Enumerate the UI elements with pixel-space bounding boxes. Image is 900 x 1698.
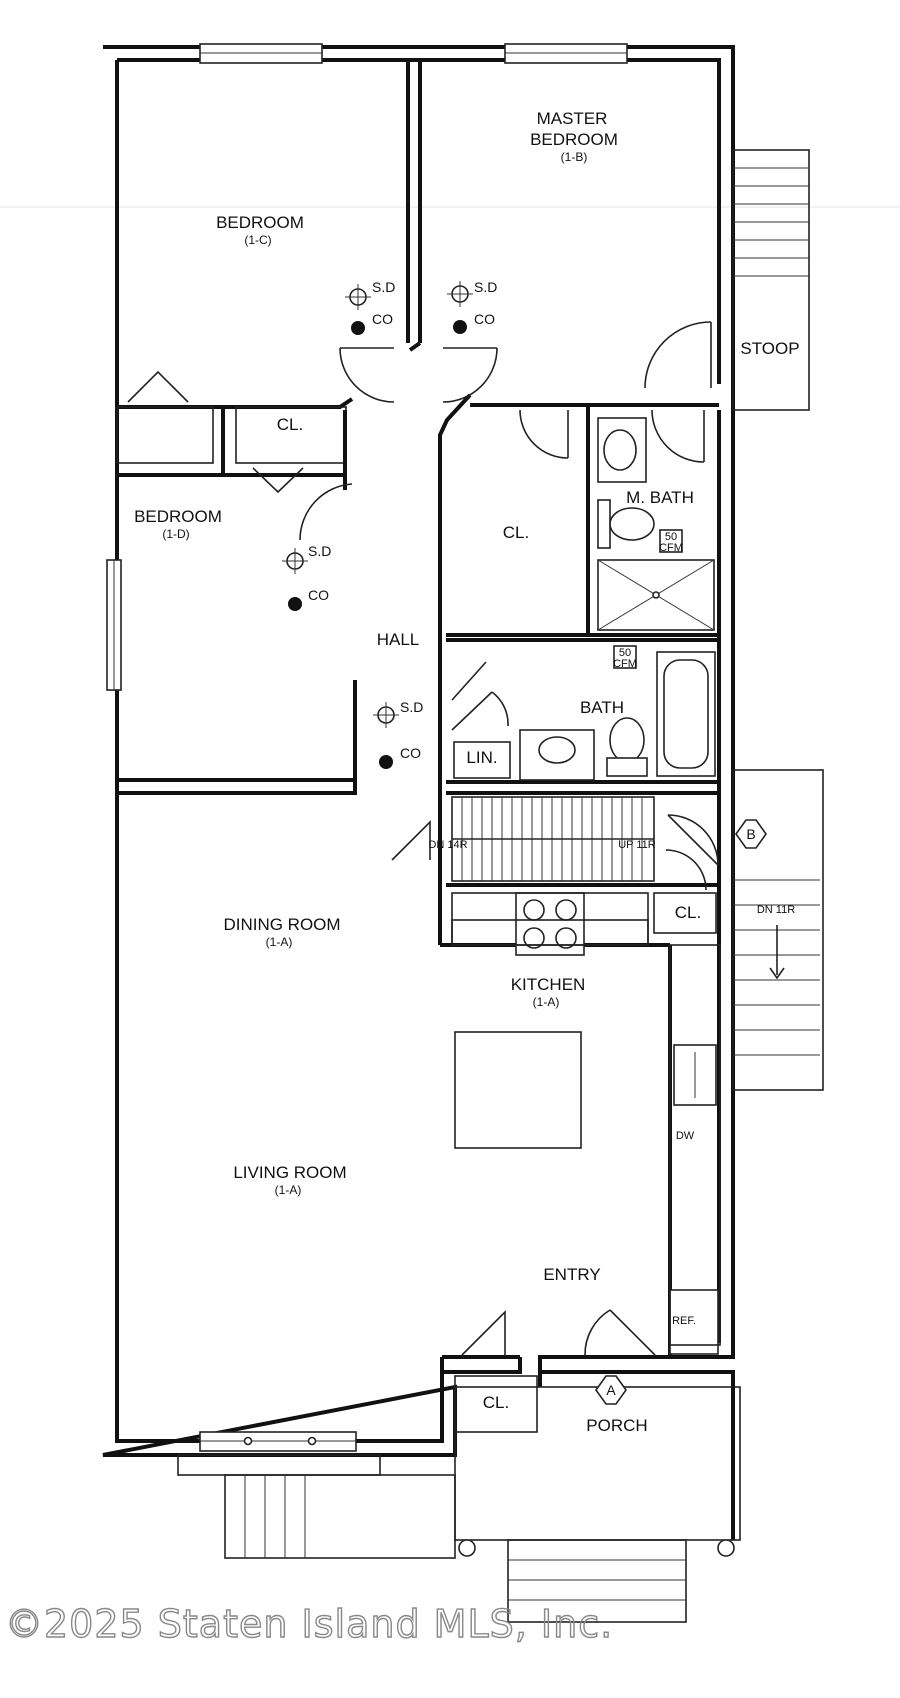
closet-label-hall: CL.: [277, 415, 303, 434]
hall-label: HALL: [377, 630, 420, 649]
master-bath-label: M. BATH: [626, 488, 694, 507]
dining-room-label: DINING ROOM: [223, 915, 340, 934]
kitchen-unit: (1-A): [533, 995, 560, 1009]
marker-b-label: B: [746, 826, 755, 842]
smoke-detector-master: [447, 281, 473, 334]
living-room-unit: (1-A): [275, 1183, 302, 1197]
front-steps: [177, 1386, 741, 1623]
entry-label: ENTRY: [543, 1265, 600, 1284]
stoop-steps: [732, 149, 810, 411]
sd-label-1: S.D: [372, 279, 395, 295]
porch-label: PORCH: [586, 1416, 647, 1435]
fan-rating-bottom-1: CFM: [659, 542, 683, 554]
fan-rating-top-2: 50: [619, 647, 631, 659]
linen-closet-label: LIN.: [466, 748, 497, 767]
doors: [127, 321, 719, 1356]
copyright-watermark: ©2025 Staten Island MLS, Inc.: [5, 1602, 613, 1646]
stoop-label: STOOP: [740, 339, 799, 358]
bedroom-d-label: BEDROOM: [134, 507, 222, 526]
master-bedroom-label-2: BEDROOM: [530, 130, 618, 149]
co-label-3: CO: [308, 587, 329, 603]
co-label-1: CO: [372, 311, 393, 327]
closet-labels: CL. CL. CL. CL. LIN.: [277, 415, 717, 1433]
refrigerator-label: REF.: [672, 1315, 696, 1327]
room-labels: MASTER BEDROOM (1-B) BEDROOM (1-C) BEDRO…: [134, 109, 800, 1435]
closet-label-entry: CL.: [483, 1393, 509, 1412]
bath-label: BATH: [580, 698, 624, 717]
bedroom-c-unit: (1-C): [244, 233, 271, 247]
symbol-labels: S.D CO S.D CO S.D CO S.D CO 50 CFM 50 CF…: [308, 279, 795, 1327]
smoke-detector-bedroom-c: [345, 284, 371, 335]
sd-label-2: S.D: [474, 279, 497, 295]
smoke-detector-bedroom-d: [282, 548, 308, 611]
sd-label-4: S.D: [400, 699, 423, 715]
living-room-label: LIVING ROOM: [233, 1163, 346, 1182]
interior-stairs: [451, 796, 655, 882]
section-markers: B A: [595, 819, 767, 1405]
kitchen-label: KITCHEN: [511, 975, 586, 994]
exterior-stair-down-label: DN 11R: [757, 904, 795, 916]
co-label-4: CO: [400, 745, 421, 761]
co-label-2: CO: [474, 311, 495, 327]
interior-walls: [116, 60, 735, 1540]
stair-down-label: DN 14R: [428, 839, 467, 851]
sd-label-3: S.D: [308, 543, 331, 559]
marker-a-label: A: [606, 1382, 616, 1398]
fan-rating-top-1: 50: [665, 531, 677, 543]
bedroom-c-label: BEDROOM: [216, 213, 304, 232]
master-bedroom-label-1: MASTER: [537, 109, 608, 128]
smoke-detector-hall: [373, 702, 399, 769]
exterior-stairs-right: [732, 769, 824, 1091]
closet-label-master: CL.: [503, 523, 529, 542]
stair-up-label: UP 11R: [618, 839, 656, 851]
top-windows: [106, 43, 628, 1452]
dishwasher-label: DW: [676, 1130, 695, 1142]
closet-label-kitchen: CL.: [675, 903, 701, 922]
master-bedroom-unit: (1-B): [561, 150, 588, 164]
fixtures: [451, 417, 721, 1355]
bedroom-d-unit: (1-D): [162, 527, 189, 541]
dining-room-unit: (1-A): [266, 935, 293, 949]
fan-rating-bottom-2: CFM: [613, 658, 637, 670]
